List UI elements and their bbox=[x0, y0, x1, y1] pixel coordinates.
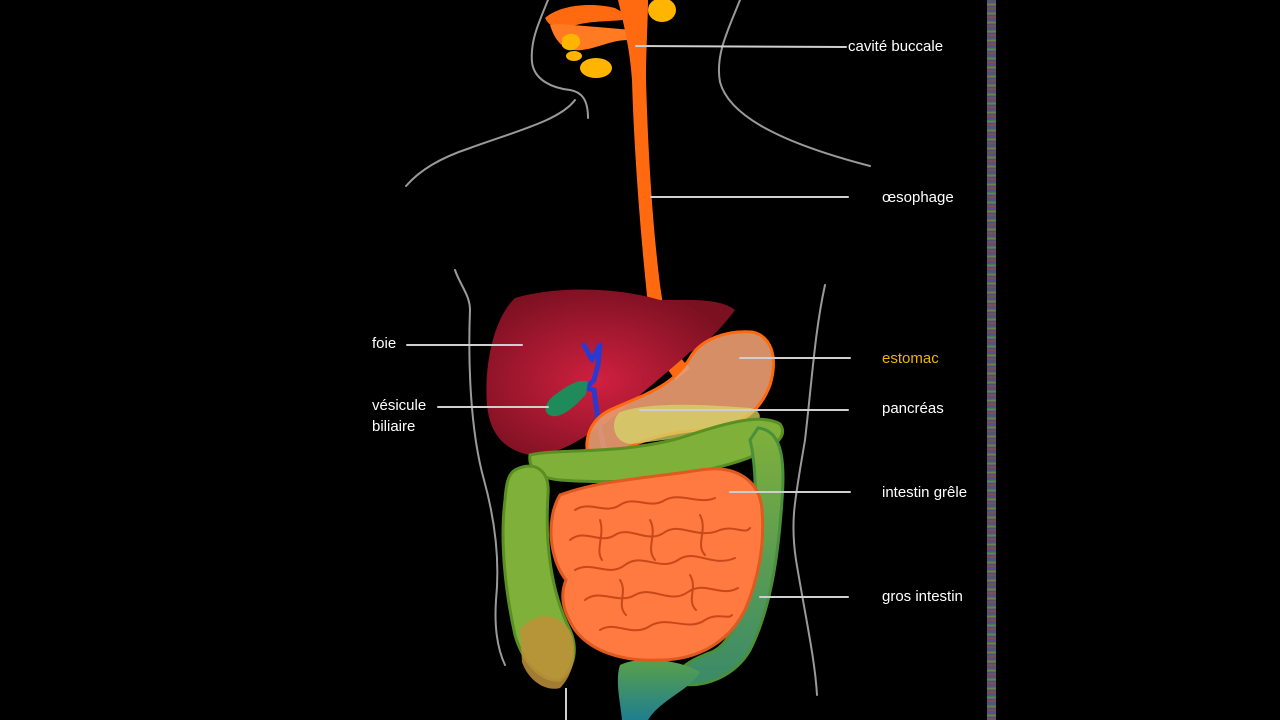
small-intestine-mass bbox=[549, 467, 765, 662]
oesophagus bbox=[618, 0, 690, 380]
caecum bbox=[520, 616, 575, 689]
neck-right-outline bbox=[718, 0, 871, 167]
salivary-gland-lower bbox=[580, 58, 612, 78]
video-edge-artifact bbox=[987, 0, 996, 720]
salivary-gland-tongue bbox=[562, 33, 581, 51]
gallbladder bbox=[545, 380, 588, 417]
small-intestine bbox=[549, 467, 765, 662]
left-torso-outline bbox=[454, 269, 506, 666]
salivary-gland-small bbox=[566, 51, 582, 61]
right-torso-outline bbox=[792, 284, 826, 696]
label-gros-intestin: gros intestin bbox=[882, 588, 963, 605]
label-oesophage: œsophage bbox=[882, 189, 954, 206]
label-estomac: estomac bbox=[882, 350, 939, 367]
label-cavite-buccale: cavité buccale bbox=[848, 38, 944, 55]
body-outline bbox=[405, 0, 871, 696]
pancreas bbox=[614, 404, 760, 444]
label-vesicule-biliaire-line1: vésicule bbox=[372, 397, 427, 414]
face-outline bbox=[530, 0, 589, 119]
salivary-gland-upper bbox=[648, 0, 676, 22]
left-shoulder-outline bbox=[405, 99, 576, 187]
label-intestin-grele: intestin grêle bbox=[882, 484, 968, 501]
leader-cavite-buccale bbox=[635, 45, 847, 48]
label-vesicule-biliaire-line2: biliaire bbox=[372, 418, 416, 435]
palate bbox=[545, 5, 632, 28]
mouth-salivary-glands bbox=[545, 0, 676, 78]
bile-duct bbox=[581, 342, 607, 451]
leader-lines bbox=[406, 45, 851, 598]
rectum bbox=[617, 659, 700, 720]
label-foie: foie bbox=[372, 335, 397, 352]
label-pancreas: pancréas bbox=[882, 400, 944, 417]
